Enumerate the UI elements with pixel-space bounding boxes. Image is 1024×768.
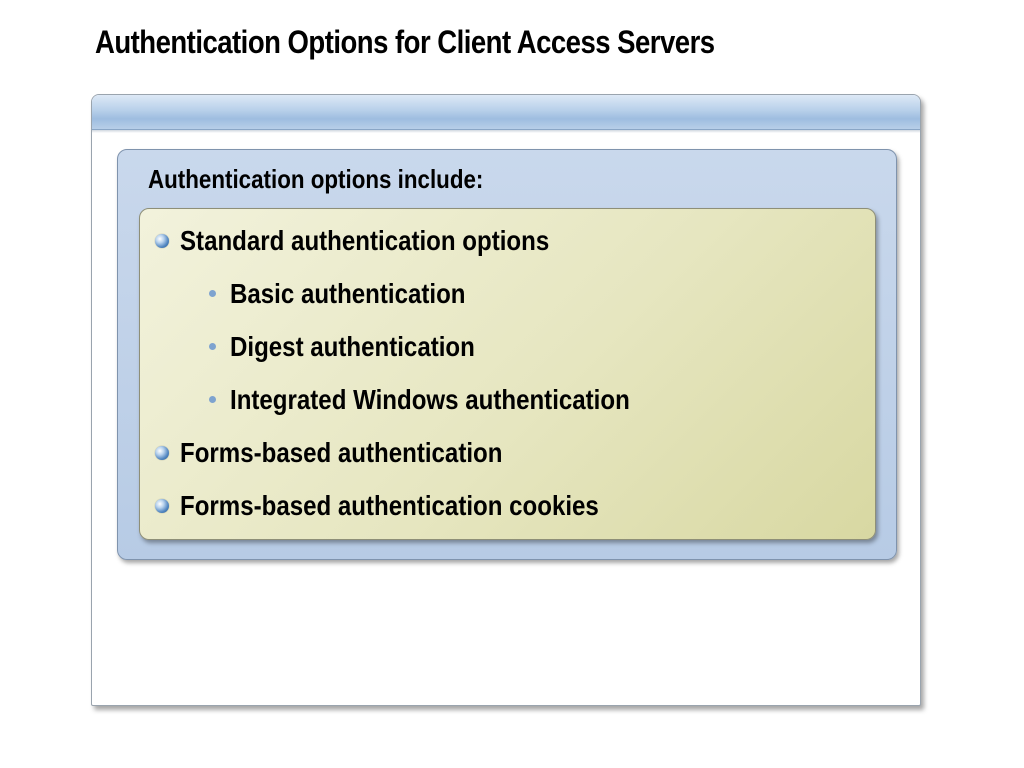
options-intro: Authentication options include: <box>148 164 484 194</box>
options-list-box <box>139 208 876 540</box>
slide-title: Authentication Options for Client Access… <box>95 24 715 60</box>
content-panel-header <box>92 95 920 133</box>
